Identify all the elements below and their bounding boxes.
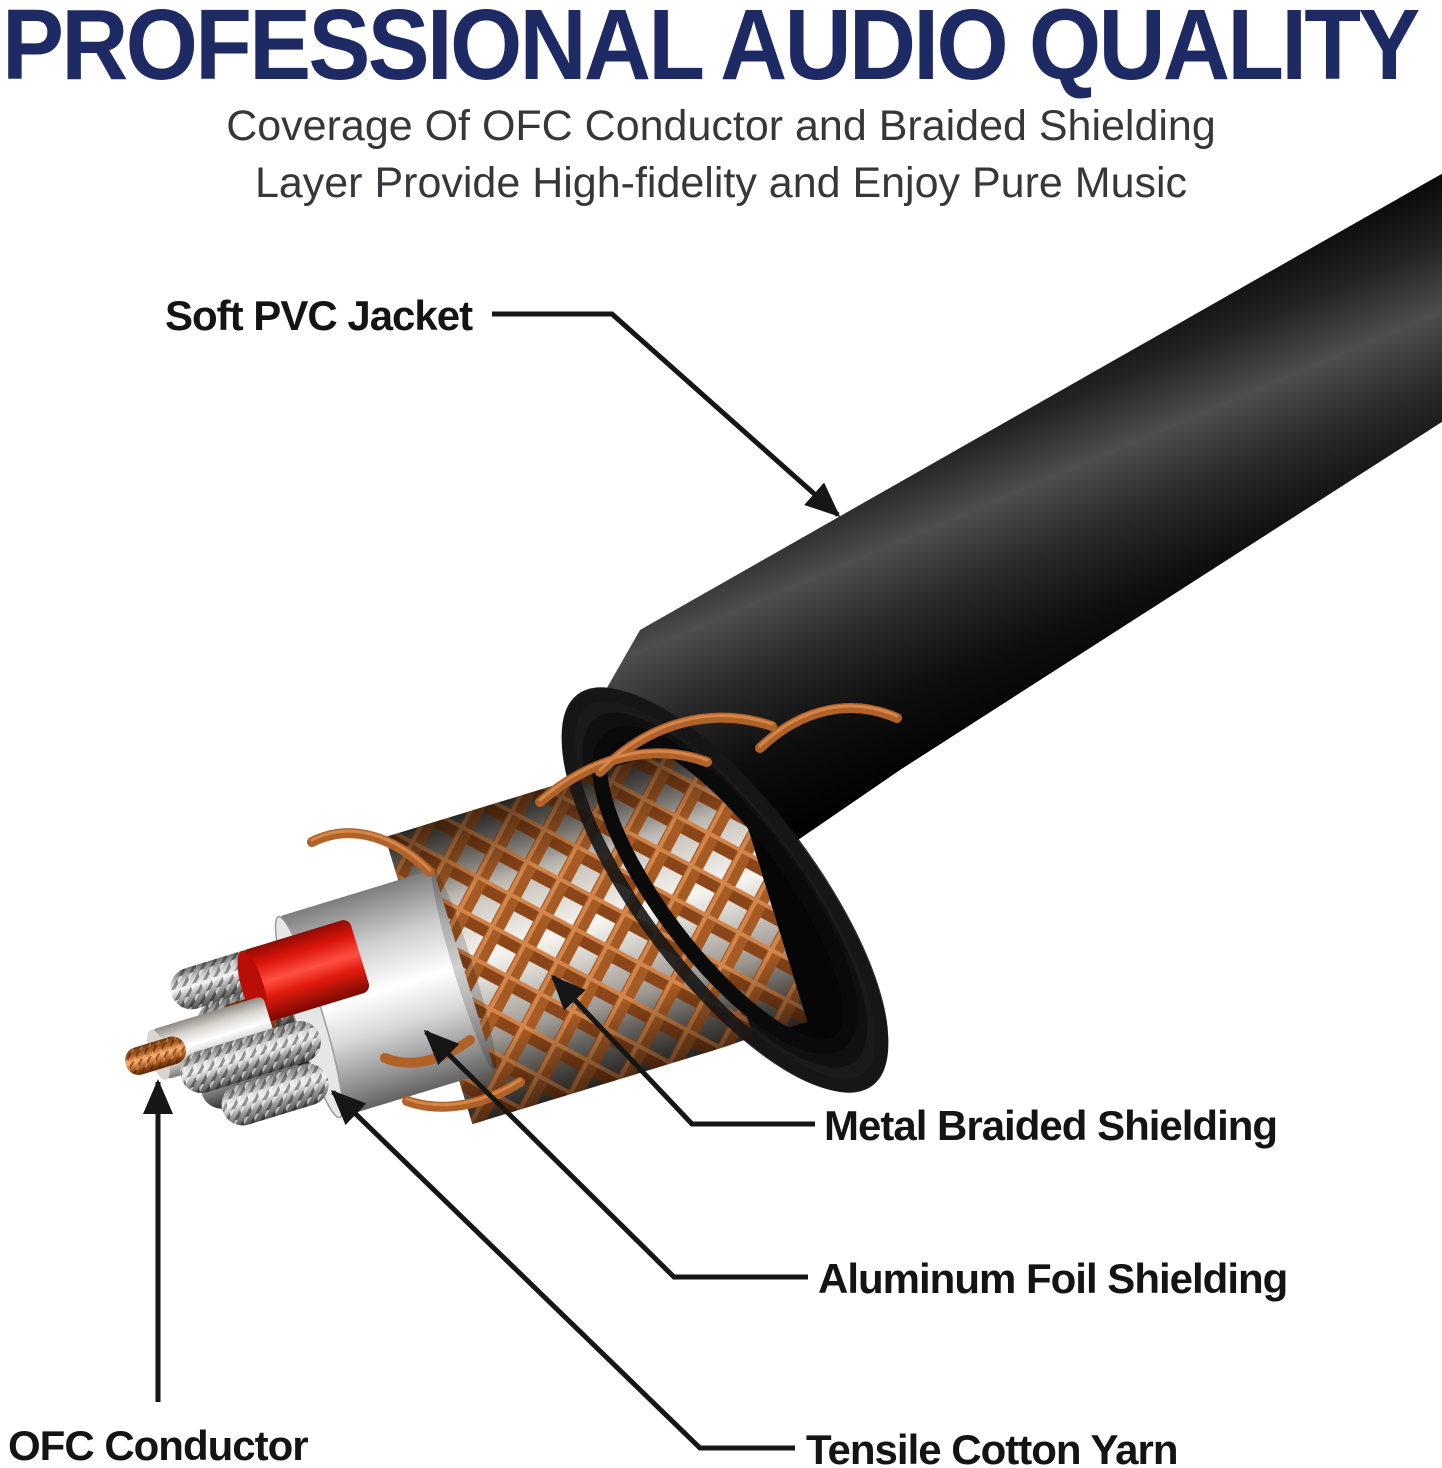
metal-braided-callout-line [550,974,815,1127]
label-tensile-cotton-yarn: Tensile Cotton Yarn [806,1426,1179,1468]
tensile-cotton-callout-line [330,1089,795,1451]
label-soft-pvc-jacket: Soft PVC Jacket [165,292,473,339]
page-subtitle: Coverage Of OFC Conductor and Braided Sh… [0,98,1442,212]
subtitle-line-1: Coverage Of OFC Conductor and Braided Sh… [226,102,1216,150]
metal-braided-shielding-layer [384,734,808,1125]
aluminum-foil-callout-line [423,1029,808,1280]
frayed-copper-strands [307,703,902,1112]
soft-pvc-callout-line [492,311,841,517]
ofc-conductor-tip [125,1036,187,1075]
page-title: PROFESSIONAL AUDIO QUALITY [2,0,1420,101]
jacket-rim-ring [561,688,889,1092]
label-aluminum-foil-shielding: Aluminum Foil Shielding [818,1255,1288,1302]
label-ofc-conductor: OFC Conductor [8,1422,309,1468]
label-metal-braided-shielding: Metal Braided Shielding [824,1102,1278,1149]
subtitle-line-2: Layer Provide High-fidelity and Enjoy Pu… [254,159,1188,207]
cotton-yarn-strands-front [180,1020,329,1126]
